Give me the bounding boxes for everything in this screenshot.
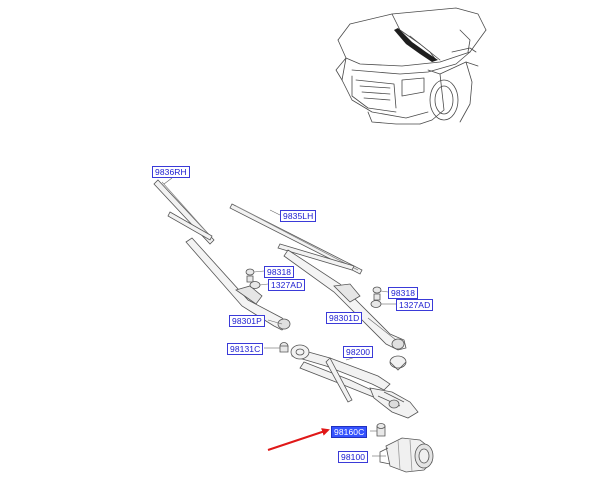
callout-arm-driver[interactable]: 98301D <box>326 312 363 324</box>
callout-nut-rh[interactable]: 98318 <box>264 266 295 278</box>
wiper-linkage-assembly <box>290 344 419 419</box>
wiper-blade-lh <box>229 203 363 275</box>
callout-blade-lh[interactable]: 9835LH <box>280 210 317 222</box>
callout-crank-selected[interactable]: 98160C <box>331 426 368 438</box>
callout-blade-rh[interactable]: 9836RH <box>152 166 190 178</box>
wiper-motor <box>379 437 434 473</box>
wiper-arm-passenger <box>185 237 291 331</box>
callout-arm-passenger[interactable]: 98301P <box>229 315 265 327</box>
wiper-blade-rh <box>153 179 215 245</box>
callout-cap-lh[interactable]: 1327AD <box>396 299 434 311</box>
car-front-view-icon <box>335 7 487 125</box>
leader-lines <box>163 177 397 457</box>
crank-part <box>376 423 386 437</box>
callout-cap-rh[interactable]: 1327AD <box>268 279 306 291</box>
red-arrow-icon <box>267 428 330 451</box>
callout-linkage[interactable]: 98200 <box>343 346 374 358</box>
callout-nut-lh[interactable]: 98318 <box>388 287 419 299</box>
callout-bracket[interactable]: 98131C <box>227 343 264 355</box>
wiper-location-highlight <box>394 28 438 62</box>
wiper-arm-driver <box>283 249 407 351</box>
callout-motor[interactable]: 98100 <box>338 451 369 463</box>
